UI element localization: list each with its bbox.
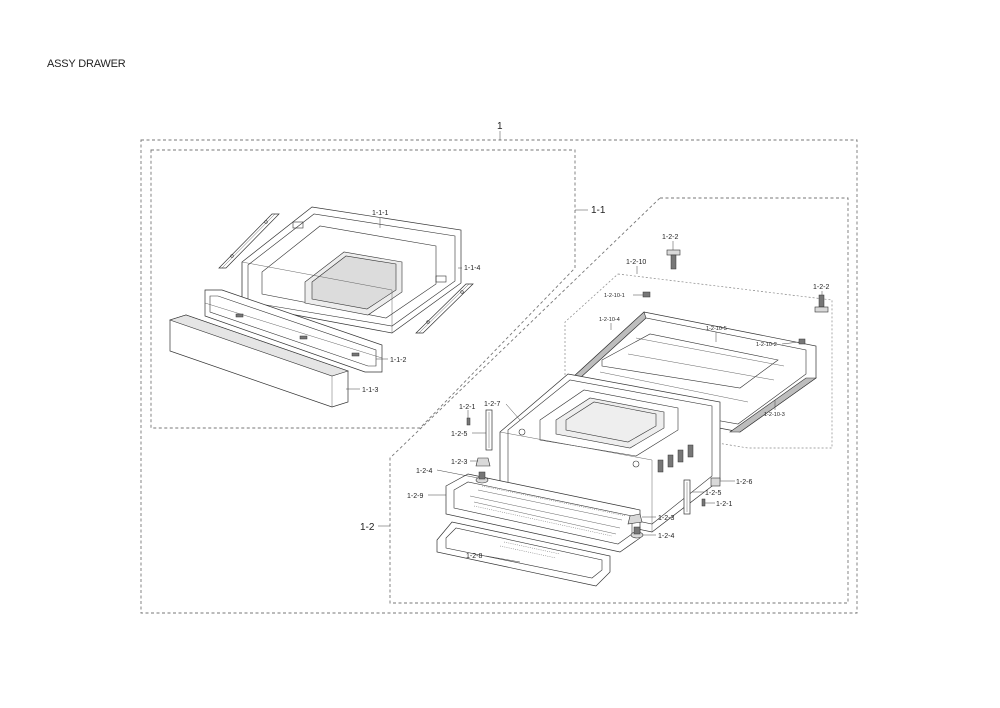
leader-lines: [346, 131, 823, 563]
part-1-1-2-front-frame[interactable]: [204, 289, 383, 373]
part-1-2-1-screw-left[interactable]: [466, 417, 471, 426]
part-1-2-2-screw-b[interactable]: [814, 294, 829, 313]
label-1-2-10-4: 1-2-10-4: [599, 317, 620, 323]
page-title: ASSY DRAWER: [47, 58, 126, 70]
rail-assy-frame: [564, 273, 833, 449]
label-1-2-2-a: 1-2-2: [662, 234, 678, 241]
label-1-1-2: 1-1-2: [390, 357, 406, 364]
label-1-2: 1-2: [360, 522, 375, 533]
frame-assy-frame: [389, 197, 849, 604]
label-1-2-2-b: 1-2-2: [813, 284, 829, 291]
part-1-2-5-bracket-left[interactable]: [485, 409, 493, 451]
label-1-1: 1-1: [591, 205, 606, 216]
label-1-2-3-b: 1-2-3: [658, 515, 674, 522]
label-1-2-4-b: 1-2-4: [658, 533, 674, 540]
label-1-2-5-b: 1-2-5: [705, 490, 721, 497]
label-1-2-10-1: 1-2-10-1: [604, 293, 625, 299]
label-1-2-7: 1-2-7: [484, 401, 500, 408]
label-1-2-3-a: 1-2-3: [451, 459, 467, 466]
label-1-2-5-a: 1-2-5: [451, 431, 467, 438]
drawer-assy-frame: [150, 149, 576, 429]
label-1-2-10-5: 1-2-10-5: [706, 326, 727, 332]
label-1-2-4-a: 1-2-4: [416, 468, 432, 475]
part-1-2-8-bottom-panel[interactable]: [436, 521, 611, 587]
part-1-2-3-clip-right[interactable]: [627, 513, 643, 525]
label-1: 1: [497, 121, 503, 132]
part-1-1-4-slide-rail-left[interactable]: [218, 213, 280, 269]
part-1-2-2-screw-a[interactable]: [666, 249, 681, 270]
label-1-2-10-2: 1-2-10-2: [756, 342, 777, 348]
label-1-2-8: 1-2-8: [466, 553, 482, 560]
part-1-1-1-drawer-tray[interactable]: [241, 206, 462, 334]
label-1-1-3: 1-1-3: [362, 387, 378, 394]
label-1-2-1-a: 1-2-1: [459, 404, 475, 411]
label-1-2-10-3: 1-2-10-3: [764, 412, 785, 418]
part-1-1-4-slide-rail-right[interactable]: [415, 283, 474, 334]
part-1-2-5-bracket-right[interactable]: [683, 479, 691, 515]
part-1-2-4-foot-left[interactable]: [475, 471, 489, 484]
part-1-1-3-front-panel[interactable]: [169, 314, 349, 408]
label-1-1-4: 1-1-4: [464, 265, 480, 272]
label-1-2-10: 1-2-10: [626, 259, 646, 266]
label-1-2-9: 1-2-9: [407, 493, 423, 500]
assy-frame: [140, 139, 858, 614]
part-1-2-4-foot-right[interactable]: [630, 526, 644, 539]
part-1-2-1-screw-right[interactable]: [701, 498, 706, 507]
part-1-2-3-clip-left[interactable]: [475, 457, 491, 467]
label-1-2-1-b: 1-2-1: [716, 501, 732, 508]
label-1-2-6: 1-2-6: [736, 479, 752, 486]
label-1-1-1: 1-1-1: [372, 210, 388, 217]
part-1-2-6-cap[interactable]: [710, 477, 721, 487]
